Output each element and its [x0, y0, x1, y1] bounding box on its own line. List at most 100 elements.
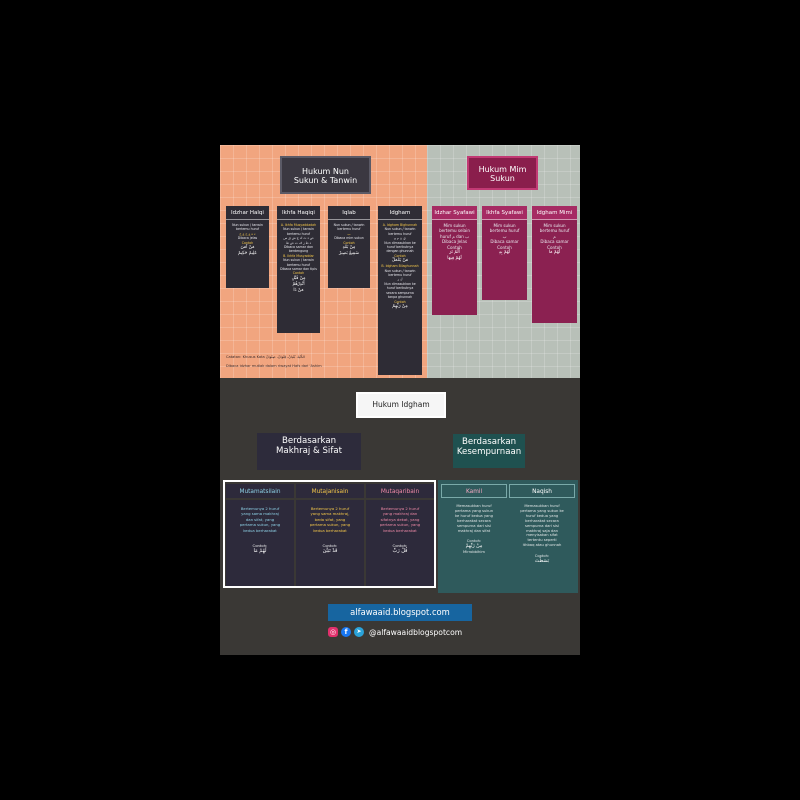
makhraj-frame [223, 480, 436, 588]
body-line: Bertemunya 2 huruf [380, 506, 420, 511]
arabic-example: قَدْ تَبَيَّنَ [322, 548, 338, 555]
body-line: kedua berharakat [383, 527, 417, 533]
body-line: Nun sukun / tanwin [384, 227, 416, 232]
telegram-icon[interactable]: ➤ [354, 627, 364, 637]
title-line: Kesempurnaan [456, 447, 522, 457]
column-heading: Idgham [378, 206, 422, 220]
arabic-example: أَلَمْ تَرَ [449, 250, 460, 256]
body-line: Dibaca Jelas [442, 239, 467, 245]
nun-column-iqlab: Iqlab Nun sukun / tanwin bertemu huruf ب… [328, 206, 370, 288]
body-line: Nun sukun / tanwin [283, 258, 314, 263]
body-line: kedua berharakat [243, 527, 277, 533]
body-line: menyisakan sifat [526, 533, 558, 538]
body-line: berharakat secara [525, 518, 559, 523]
body-line: Nun dimasukkan ke [384, 240, 416, 245]
arabic-example: لَهُمْ مَا [548, 250, 561, 256]
body-line: pertama sukun, yang [379, 522, 421, 528]
nun-title-line1: Hukum Nun [301, 167, 349, 176]
body-line: yang makhraj dan [382, 511, 418, 517]
column-mutamatsilain: Mutamatsilain Bertemunya 2 huruf yang sa… [226, 484, 294, 586]
column-body: Mim sukun bertemu huruf ب Dibaca samar C… [482, 220, 527, 300]
arabic-example: أَنْذِرْهُمْ [292, 281, 305, 287]
mim-column-idgham-mimi: Idgham Mimi Mim sukun bertemu huruf م Di… [532, 206, 577, 323]
body-line: makhraj saja dan [526, 528, 558, 533]
letters-line: ب [347, 231, 351, 236]
arabic-example: عَلِيمٌ حَكِيمٌ [237, 251, 258, 257]
letters-line: م [553, 233, 556, 239]
contoh-label: Contoh [447, 244, 462, 250]
nun-note-2: Dibaca idzhar mutlak dalam riwayat Hafs … [226, 364, 322, 368]
body-line: secara sempurna [386, 290, 414, 295]
column-heading: Idzhar Syafawi [432, 206, 477, 220]
contoh-label: Contoh: [322, 543, 338, 549]
body-line: Mim sukun [493, 223, 516, 228]
social-handle[interactable]: @alfawaaidblogspotcom [369, 627, 463, 637]
contoh-label: Contoh: [392, 543, 408, 549]
column-heading: Mutamatsilain [226, 484, 294, 500]
body-line: B. Ikhfa Musyaddar [283, 253, 314, 258]
body-line: Dibaca samar dan tipis [280, 267, 317, 272]
mim-panel: Hukum Mim Sukun Idzhar Syafawi Mim sukun… [427, 145, 580, 378]
arabic-example: مَنْ يَعْمَلْ [391, 258, 409, 264]
contoh-label: Contoh [497, 244, 512, 250]
column-body: Memasukkan huruf pertama yang sukun ke h… [441, 498, 507, 558]
body-line: huruf م dan ب [440, 233, 469, 239]
arabic-example: مِنْ بَعْدِ [342, 245, 356, 251]
column-heading: Idzhar Halqi [226, 206, 269, 220]
column-body: Bertemunya 2 huruf yang sama makhraj dan… [226, 500, 294, 557]
nun-note-1: Catatan: Khusus Kata الدُّنْيَا، بُنْيَا… [226, 355, 305, 359]
arabic-example: لَهُمْ بِهِ [498, 250, 511, 256]
body-line: bertemu huruf [489, 228, 520, 234]
mim-column-idzhar: Idzhar Syafawi Mim sukun bertemu selain … [432, 206, 477, 315]
nun-column-idgham: Idgham A. Idgham Bighunnah Nun sukun / t… [378, 206, 422, 375]
body-line: Dibaca samar [540, 239, 569, 245]
body-line: huruf berikutnya [386, 286, 414, 291]
title-line: Berdasarkan [461, 437, 517, 447]
body-line: ke huruf kedua yang [455, 513, 493, 518]
body-line: bertemu huruf [388, 273, 412, 278]
mim-title-line2: Sukun [490, 174, 515, 183]
body-line: Dibaca mim sukun [334, 236, 364, 241]
column-body: Memasukkan huruf pertama yang sukun ke h… [509, 498, 575, 568]
social-row: ◎ f ➤ @alfawaaidblogspotcom [328, 626, 462, 638]
body-line: bertemu selain [439, 228, 470, 234]
body-line: huruf berikutnya [386, 245, 414, 250]
column-heading: Mutajanisain [296, 484, 364, 500]
mim-column-ikhfa: Ikhfa Syafawi Mim sukun bertemu huruf ب … [482, 206, 527, 300]
arabic-example: لَهُمْ مَا [253, 548, 267, 555]
kesempurnaan-frame [438, 480, 578, 593]
body-line: bertemu huruf [388, 231, 412, 236]
body-line: Mim sukun [443, 223, 466, 228]
column-heading: Idgham Mimi [532, 206, 577, 220]
body-line: Dibaca jelas [237, 236, 258, 241]
body-line: dan sifat, yang [245, 516, 275, 522]
column-heading: Kamil [441, 484, 507, 498]
body-line: sempurna dari sisi [525, 523, 559, 528]
kesempurnaan-title: Berdasarkan Kesempurnaan [453, 434, 525, 468]
column-heading: Iqlab [328, 206, 370, 220]
body-line: bertemu huruf [337, 227, 361, 232]
column-body: Bertemunya 2 huruf yang sama makhraj, be… [296, 500, 364, 557]
contoh-label: Contoh [292, 271, 305, 276]
facebook-icon[interactable]: f [341, 627, 351, 637]
body-line: beda sifat, yang [314, 516, 346, 522]
column-body: Bertemunya 2 huruf yang makhraj dan sifa… [366, 500, 434, 557]
contoh-label: Contoh: [252, 543, 268, 549]
body-line: Nun sukun / tanwin [232, 223, 263, 227]
body-line: pertama sukun, yang [309, 522, 351, 528]
contoh-label: Contoh [241, 240, 254, 245]
letters-line: ص ذ ث ك ج ش ق س [283, 236, 314, 241]
body-line: B. Idgham Bilaghunnah [381, 264, 419, 269]
letters-line: ل ر [397, 277, 403, 282]
letters-line: ي ن م و [394, 236, 406, 241]
column-heading: Ikhfa Haqiqi [277, 206, 320, 220]
arabic-example: بَسَطْتَ [534, 559, 550, 565]
contoh-label: Contoh: [466, 539, 482, 544]
blog-url-banner[interactable]: alfawaaid.blogspot.com [328, 604, 472, 621]
column-heading: Mutaqaribain [366, 484, 434, 500]
instagram-icon[interactable]: ◎ [328, 627, 338, 637]
letters-line: د ط ز ف ت ض ظ [285, 240, 312, 245]
contoh-label: Contoh [343, 240, 355, 245]
body-line: Nun sukun / tanwin [283, 227, 314, 232]
arabic-example: مَنْ آمَنَ [240, 245, 255, 251]
